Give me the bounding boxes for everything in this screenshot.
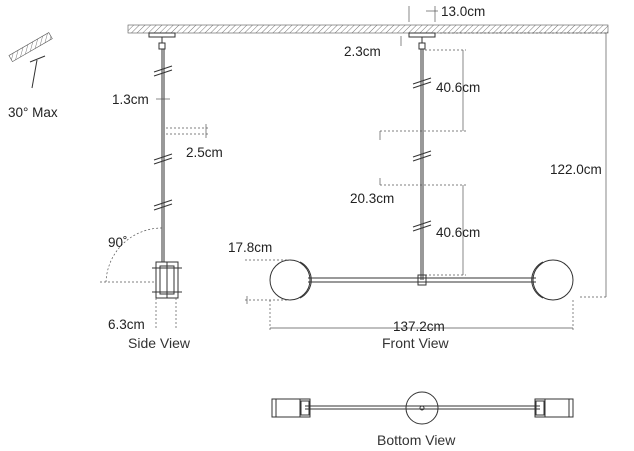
overall-height-label: 122.0cm — [550, 162, 602, 177]
globe-diameter-label: 17.8cm — [228, 240, 272, 255]
stem-diameter-label: 1.3cm — [112, 92, 149, 107]
overall-width-label: 137.2cm — [393, 319, 445, 334]
side-view-title: Side View — [128, 335, 191, 351]
canopy-width-label: 13.0cm — [441, 4, 485, 19]
front-view-title: Front View — [382, 335, 450, 351]
side-depth-label: 6.3cm — [108, 317, 145, 332]
upper-stem-label: 40.6cm — [436, 80, 480, 95]
lower-stem-label: 40.6cm — [436, 225, 480, 240]
bottom-view-title: Bottom View — [377, 432, 456, 448]
front-view — [245, 6, 608, 332]
middle-stem-label: 20.3cm — [350, 191, 394, 206]
tilt-label: 30° Max — [8, 105, 58, 120]
bottom-view — [271, 391, 574, 425]
angle-label: 90˚ — [108, 235, 128, 250]
tilt-icon — [8, 32, 53, 89]
side-view — [100, 32, 208, 328]
joint-label: 2.5cm — [186, 145, 223, 160]
canopy-height-label: 2.3cm — [344, 44, 381, 59]
ceiling — [127, 24, 609, 34]
